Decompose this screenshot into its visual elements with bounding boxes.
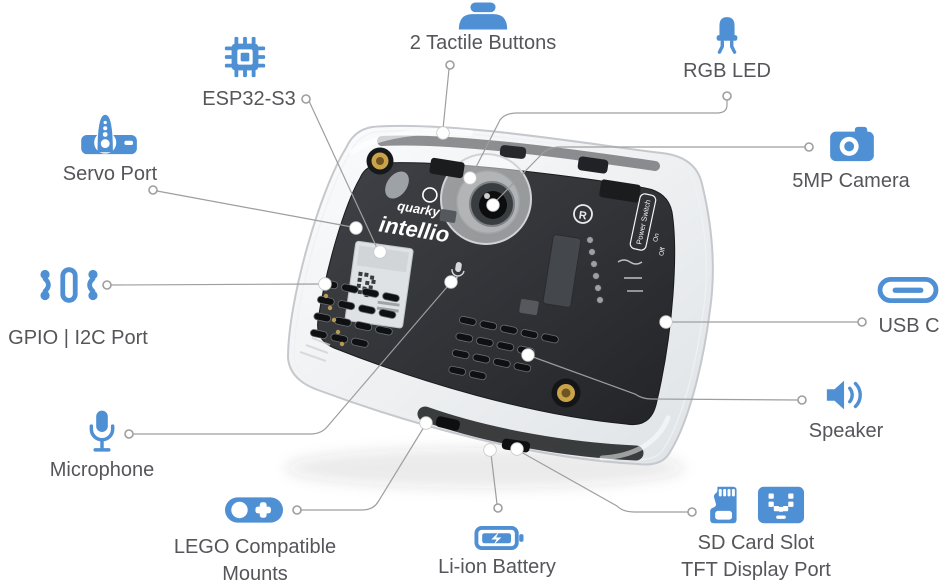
feature-label-rgb: RGB LED (683, 60, 771, 82)
tactile-button-icon (454, 1, 512, 31)
leader-gpio (110, 283, 320, 286)
leader-lego (301, 426, 425, 511)
feature-label-mic: Microphone (49, 459, 155, 481)
on-off-label: On Off (652, 232, 667, 256)
feature-label-sd-line2: TFT Display Port (681, 559, 831, 581)
board-button (577, 156, 609, 174)
svg-text:R: R (578, 209, 588, 222)
feature-label-sd-line1: SD Card Slot (697, 532, 815, 554)
leader-servo (156, 190, 353, 228)
microphone-icon (87, 409, 118, 454)
battery-icon (474, 524, 524, 553)
leader-end-circles (102, 60, 867, 517)
camera-icon (828, 125, 876, 163)
feature-label-lego-line2: Mounts (222, 563, 288, 585)
leader-lines (110, 68, 858, 513)
lego-icon (224, 496, 284, 525)
gpio-icon (37, 262, 101, 308)
leader-rgb (472, 100, 728, 174)
feature-label-usb: USB C (878, 315, 940, 337)
mount-post (551, 378, 581, 408)
registered-mark: R (573, 204, 593, 224)
mount-post (366, 147, 409, 199)
leader-camera (496, 146, 805, 201)
usb-c-icon (877, 276, 939, 304)
feature-label-tactile: 2 Tactile Buttons (409, 32, 557, 54)
feature-label-sd: SD Card Slot TFT Display Port (626, 530, 886, 584)
led-icon (710, 14, 744, 60)
board-button (499, 145, 527, 159)
feature-label-esp32: ESP32-S3 (202, 88, 296, 110)
brand-quarky: quarky (396, 198, 441, 220)
feature-label-camera: 5MP Camera (792, 170, 910, 192)
feature-label-battery: Li-ion Battery (438, 556, 556, 578)
leader-esp32 (308, 100, 378, 249)
servo-icon (79, 110, 141, 158)
speaker-icon (824, 376, 866, 415)
board-anchor-dots (318, 126, 673, 457)
svg-text:On: On (652, 232, 661, 242)
chip-icon (222, 34, 268, 80)
leader-tactile (442, 68, 450, 130)
speaker-grille (448, 315, 559, 381)
feature-label-speaker: Speaker (808, 420, 884, 442)
leader-speaker (532, 356, 799, 401)
speaker-grille (309, 279, 400, 348)
feature-label-lego-line1: LEGO Compatible (173, 536, 337, 558)
feature-label-gpio: GPIO | I2C Port (8, 327, 148, 349)
svg-text:Off: Off (658, 247, 667, 257)
device-pcb (317, 135, 676, 461)
feature-label-servo: Servo Port (62, 163, 158, 185)
leader-mic (133, 286, 448, 435)
sd-card-icon (707, 485, 738, 525)
leader-sd (520, 451, 688, 513)
leader-battery (490, 453, 498, 505)
tft-display-icon (757, 486, 805, 525)
feature-label-lego: LEGO Compatible Mounts (125, 534, 385, 585)
